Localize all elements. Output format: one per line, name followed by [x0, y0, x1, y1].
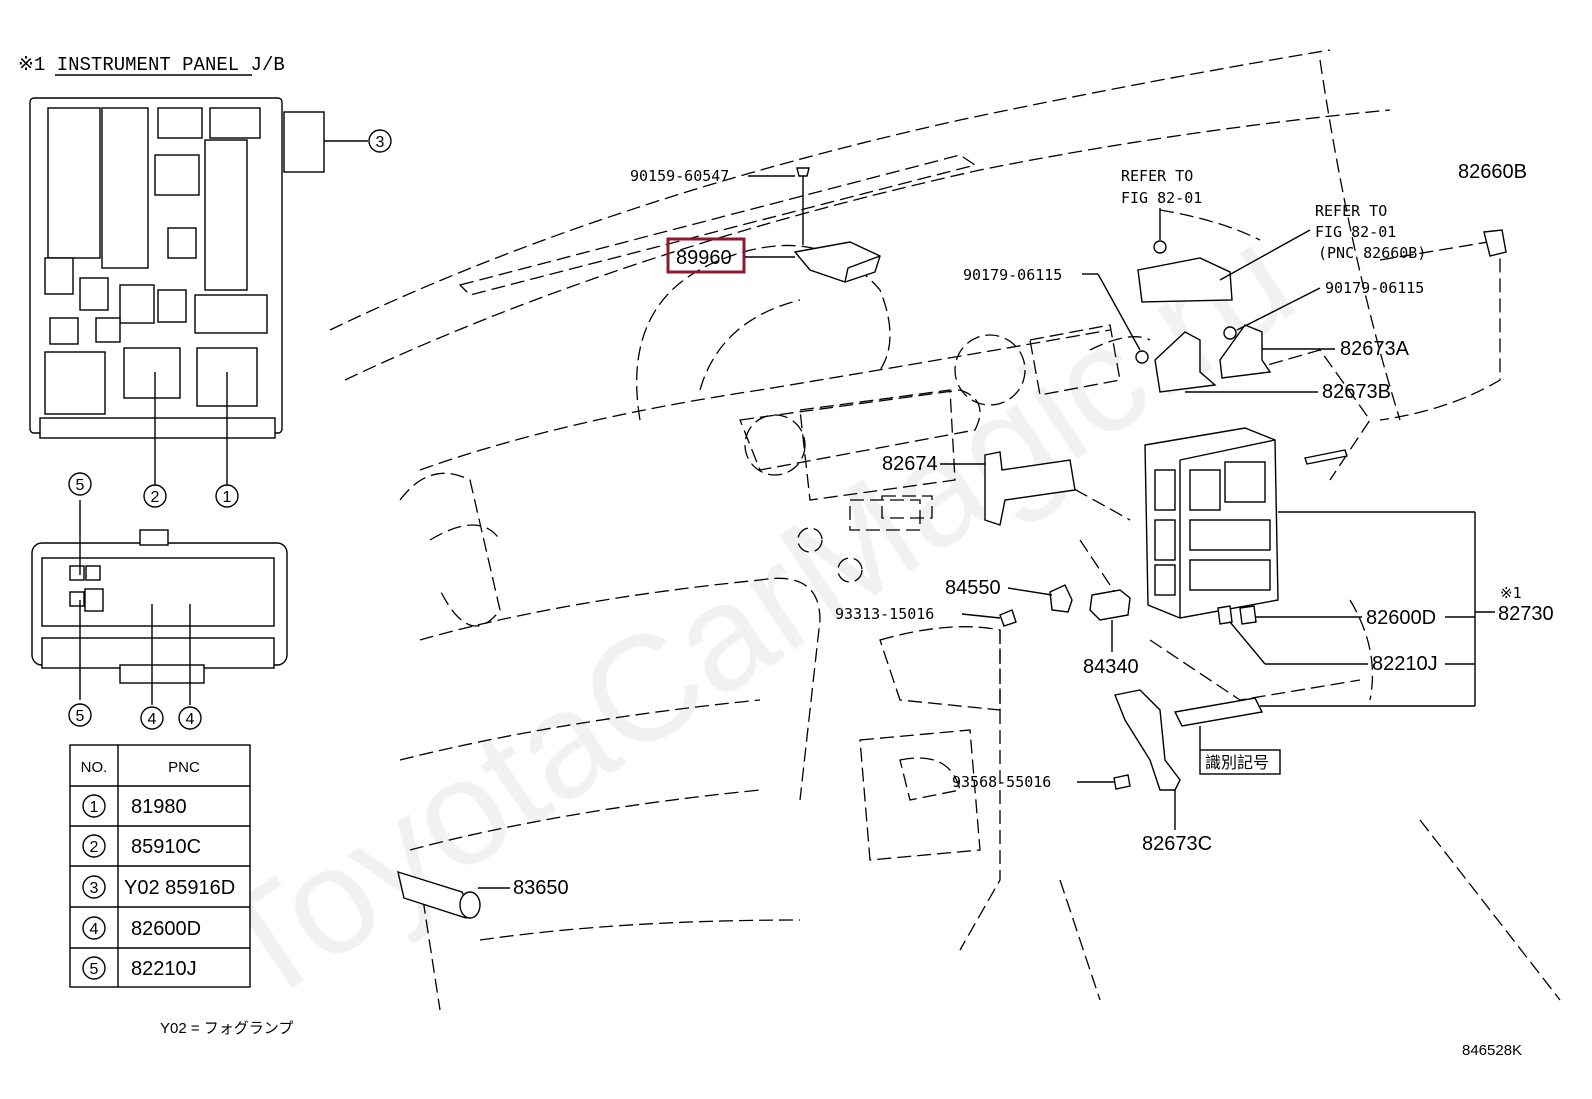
callout-5-bottom: 5: [76, 708, 85, 725]
part-junction-block-82730: [1144, 427, 1348, 619]
table-row-no: 3: [90, 880, 99, 897]
id-mark-box: [1199, 749, 1281, 775]
label-82674[interactable]: 82674: [882, 453, 938, 475]
part-82673c-bracket: [1114, 689, 1181, 791]
callout-3: 3: [376, 134, 385, 151]
label-id-mark[interactable]: 識別記号: [1205, 754, 1269, 772]
dashboard-outline: [329, 49, 1561, 1011]
label-82600d[interactable]: 82600D: [1366, 607, 1436, 629]
label-90179-06115-b[interactable]: 90179-06115: [1325, 279, 1424, 297]
table-row-pnc: 82210J: [131, 958, 197, 980]
label-82673c[interactable]: 82673C: [1142, 833, 1212, 855]
part-82673-brackets: [1135, 324, 1272, 393]
callout-4-left: 4: [148, 711, 157, 728]
part-89960-module: [793, 167, 881, 283]
table-row-no: 2: [90, 839, 99, 856]
inset-title: ※1 INSTRUMENT PANEL J/B: [18, 54, 285, 76]
table-row-pnc: 82600D: [131, 918, 201, 940]
table-row-no: 5: [90, 961, 99, 978]
label-82660b[interactable]: 82660B: [1458, 161, 1527, 183]
callout-2: 2: [151, 489, 160, 506]
part-93313-screw: [999, 609, 1017, 627]
callout-1: 1: [223, 489, 232, 506]
label-82730[interactable]: 82730: [1498, 603, 1554, 625]
highlight-box-89960: [666, 237, 746, 274]
label-refer-to-2[interactable]: REFER TO: [1315, 202, 1387, 220]
table-row-no: 4: [90, 921, 99, 938]
inset-junction-block: ※1 INSTRUMENT PANEL J/B: [18, 54, 392, 730]
part-93568-screw: [1113, 774, 1131, 790]
label-83650[interactable]: 83650: [513, 877, 569, 899]
table-row-pnc: 85910C: [131, 836, 201, 858]
callout-5-top: 5: [76, 477, 85, 494]
label-90179-06115-a[interactable]: 90179-06115: [963, 266, 1062, 284]
label-refer-to-1[interactable]: REFER TO: [1121, 167, 1193, 185]
part-82660b-clip: [1483, 229, 1507, 257]
label-pnc-82660b-ref[interactable]: (PNC 82660B): [1318, 244, 1426, 262]
part-84550-switch: [1049, 584, 1073, 613]
pnc-table: NO. PNC 1 81980 2 85910C 3 Y02 85916D 4 …: [69, 744, 251, 988]
label-89960[interactable]: 89960: [676, 247, 732, 269]
label-82730-mark[interactable]: ※1: [1500, 584, 1522, 602]
part-84340-switch: [1089, 589, 1131, 621]
diagram-id: 846528K: [1462, 1042, 1522, 1059]
callout-4-right: 4: [186, 711, 195, 728]
label-93313-15016[interactable]: 93313-15016: [835, 605, 934, 623]
part-bracket-refer: [1137, 240, 1233, 303]
part-cover-tray: [1173, 697, 1264, 727]
label-82673a[interactable]: 82673A: [1340, 338, 1410, 360]
table-header-no: NO.: [81, 759, 108, 776]
table-row-pnc: Y02 85916D: [124, 877, 235, 899]
label-82210j[interactable]: 82210J: [1372, 653, 1438, 675]
part-82674: [984, 451, 1076, 526]
label-84550[interactable]: 84550: [945, 577, 1001, 599]
label-fig-82-01-2[interactable]: FIG 82-01: [1315, 223, 1396, 241]
table-header-pnc: PNC: [168, 759, 200, 776]
part-82210j-relay: [1217, 605, 1233, 625]
table-row-no: 1: [90, 799, 99, 816]
part-82600d-fuse: [1239, 605, 1257, 625]
table-row-pnc: 81980: [131, 796, 187, 818]
label-90159-60547[interactable]: 90159-60547: [630, 167, 729, 185]
label-93568-55016[interactable]: 93568-55016: [952, 773, 1051, 791]
footnote: Y02 = フォグランプ: [160, 1020, 293, 1037]
label-84340[interactable]: 84340: [1083, 656, 1139, 678]
label-82673b[interactable]: 82673B: [1322, 381, 1391, 403]
label-fig-82-01-1[interactable]: FIG 82-01: [1121, 189, 1202, 207]
